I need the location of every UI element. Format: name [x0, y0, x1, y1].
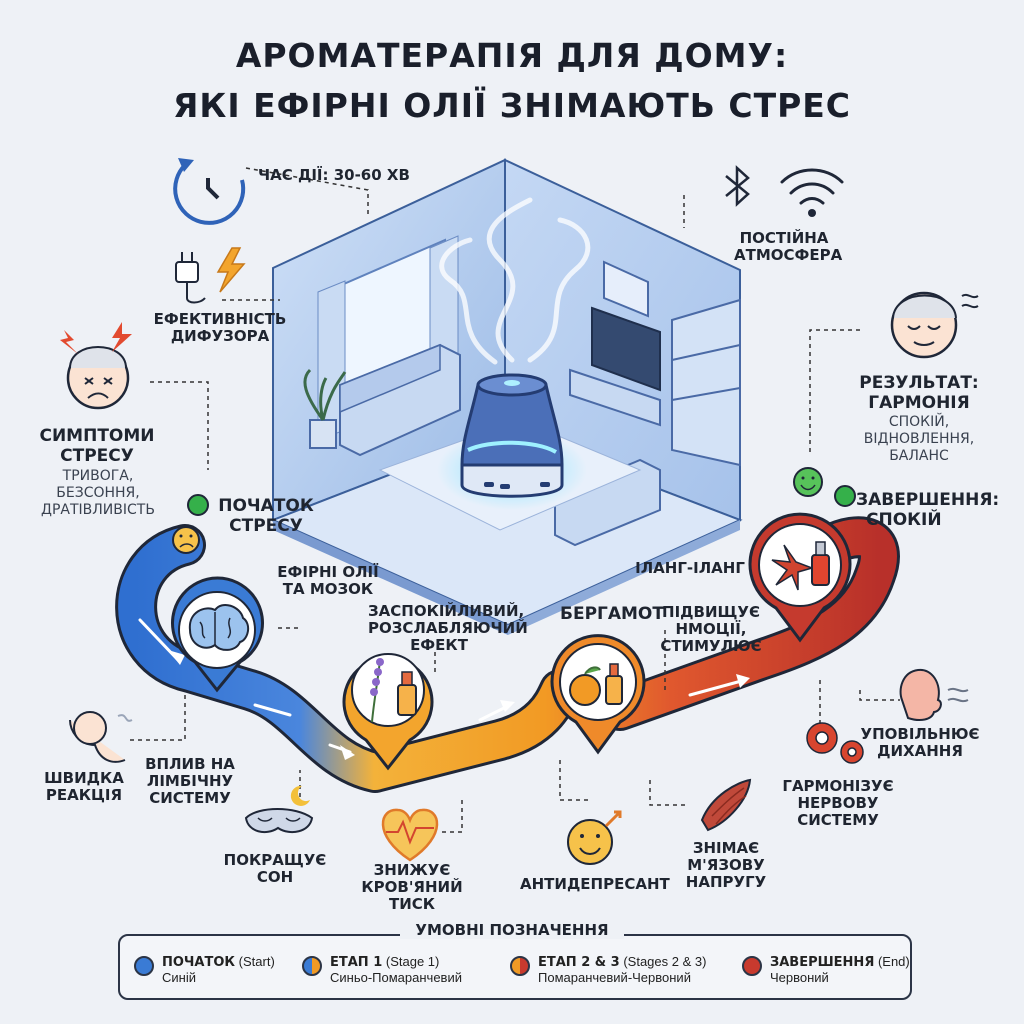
sleep-mask-icon: [244, 785, 314, 834]
journey-path: [115, 516, 900, 793]
heart-pulse-icon: [381, 808, 439, 862]
legend-swatch-end: [742, 956, 762, 976]
time-label: ЧАС ДІЇ: 30-60 ХВ: [258, 166, 410, 184]
legend-title: УМОВНІ ПОЗНАЧЕННЯ: [400, 921, 624, 939]
ylang-label: ІЛАНГ-ІЛАНГ: [635, 559, 745, 577]
stressed-face-icon: [60, 322, 132, 410]
ylang-flower-oil-icon: [771, 541, 830, 591]
breathing-icon: [69, 711, 133, 763]
start-status-dot: [172, 494, 209, 554]
lavender-oil-icon: [370, 658, 417, 723]
muscle-icon: [700, 778, 752, 832]
pin-ylang: [748, 512, 852, 643]
title-line-2: ЯКІ ЕФІРНІ ОЛІЇ ЗНІМАЮТЬ СТРЕС: [172, 86, 852, 125]
symptoms-list: ТРИВОГА,БЕЗСОННЯ,ДРАТІВЛИВІСТЬ: [41, 468, 155, 518]
bergamot-label: БЕРГАМОТ: [560, 604, 664, 624]
legend-item-end: ЗАВЕРШЕННЯ (End)Червоний: [742, 954, 910, 985]
legend-swatch-stage23: [510, 956, 530, 976]
orange-oil-icon: [569, 663, 623, 706]
legend-item-start: ПОЧАТОК (Start)Синій: [134, 954, 275, 985]
wifi-icon: [780, 168, 844, 217]
end-status-dot: [793, 467, 856, 507]
brain-icon: [188, 603, 250, 651]
aroma-steam: [439, 197, 591, 365]
title-line-1: АРОМАТЕРАПІЯ ДЛЯ ДОМУ:: [235, 36, 789, 75]
bluetooth-icon: [725, 165, 750, 207]
happy-face-icon: [567, 810, 622, 865]
legend-swatch-start: [134, 956, 154, 976]
legend-item-stage23: ЕТАП 2 & 3 (Stages 2 & 3)Помаранчевий-Че…: [510, 954, 706, 985]
legend-swatch-stage1: [302, 956, 322, 976]
pin-lavender: [342, 653, 434, 771]
clock-icon: [173, 158, 246, 225]
gears-icon: [806, 722, 864, 764]
antidepressant-label: АНТИДЕПРЕСАНТ: [520, 875, 670, 893]
legend-box: ПОЧАТОК (Start)Синій ЕТАП 1 (Stage 1)Син…: [118, 934, 912, 1000]
legend-item-stage1: ЕТАП 1 (Stage 1)Синьо-Помаранчевий: [302, 954, 462, 985]
diffuser-icon: [437, 373, 587, 510]
pin-brain: [171, 576, 264, 693]
pin-bergamot: [550, 634, 646, 755]
plug-bolt-icon: [175, 247, 246, 304]
room-illustration: [270, 158, 743, 635]
result-title: РЕЗУЛЬТАТ:ГАРМОНІЯ: [859, 373, 979, 413]
result-list: СПОКІЙ,ВІДНОВЛЕННЯ,БАЛАНС: [863, 414, 975, 464]
end-calm-label: ЗАВЕРШЕННЯ:СПОКІЙ: [856, 490, 1000, 530]
calm-face-icon: [890, 291, 979, 359]
breathing-out-icon: [899, 668, 969, 721]
